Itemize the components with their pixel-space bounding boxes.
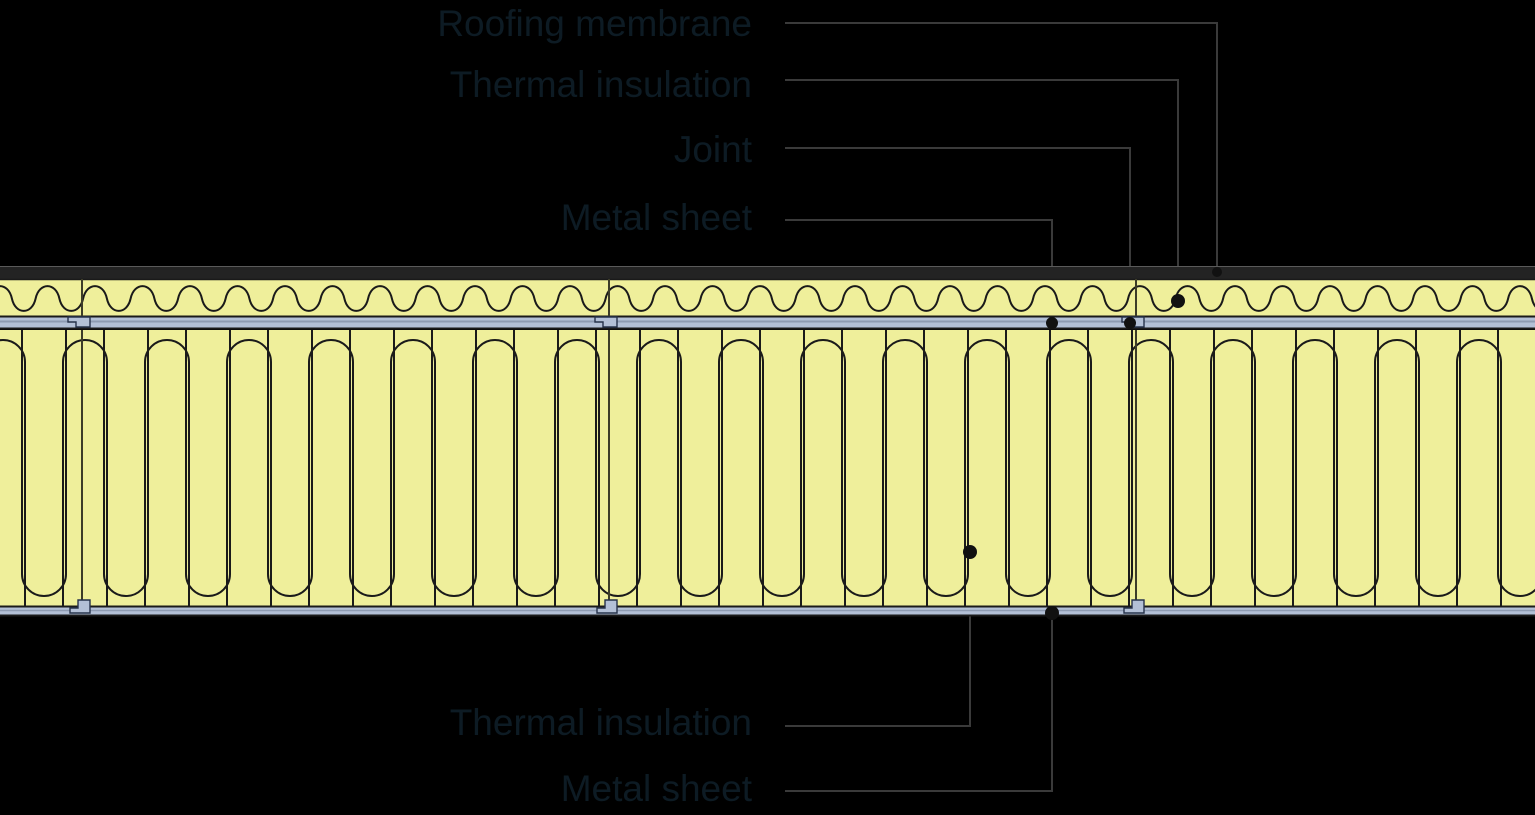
insulation-rib: [1333, 330, 1379, 597]
insulation-rib: [1128, 339, 1174, 606]
leader-line-thermal-insulation-top: [785, 79, 1179, 301]
insulation-rib: [513, 330, 559, 597]
panel-assembly: [0, 266, 1535, 617]
leader-dots-group: [963, 267, 1222, 620]
insulation-rib: [431, 330, 477, 597]
lower-panel-insulation: [0, 330, 1535, 606]
insulation-rib: [1415, 330, 1461, 597]
insulation-rib: [882, 339, 928, 606]
insulation-rib: [923, 330, 969, 597]
insulation-rib: [226, 339, 272, 606]
leader-line-metal-sheet-bottom: [785, 613, 1053, 792]
insulation-rib: [759, 330, 805, 597]
fastener-clip: [594, 316, 618, 328]
leader-dot-roofing-membrane: [1212, 267, 1222, 277]
insulation-rib: [718, 339, 764, 606]
insulation-rib: [1169, 330, 1215, 597]
leader-dot-thermal-insulation-bottom: [963, 545, 977, 559]
joints-group: [67, 279, 1145, 614]
insulation-rib: [1374, 339, 1420, 606]
fastener-clip: [596, 599, 618, 614]
insulation-rib: [1456, 339, 1502, 606]
insulation-rib: [1497, 330, 1535, 597]
panel-joint: [594, 279, 618, 614]
leader-dot-joint: [1124, 317, 1136, 329]
label-metal-sheet-top: Metal sheet: [561, 197, 753, 238]
leader-line-joint: [785, 147, 1131, 323]
insulation-rib: [144, 339, 190, 606]
label-thermal-insulation-bottom: Thermal insulation: [450, 702, 752, 743]
fastener-clip: [67, 316, 91, 328]
insulation-rib: [472, 339, 518, 606]
leader-lines-group: [785, 22, 1218, 792]
panel-joint: [67, 279, 91, 614]
label-joint: Joint: [674, 129, 753, 170]
insulation-rib: [1046, 339, 1092, 606]
insulation-rib: [636, 339, 682, 606]
corrugated-core-profile: [0, 285, 1535, 312]
leader-dot-metal-sheet-top: [1046, 317, 1058, 329]
insulation-rib: [1251, 330, 1297, 597]
label-thermal-insulation-top: Thermal insulation: [450, 64, 752, 105]
insulation-rib: [21, 330, 67, 597]
fastener-clip: [1123, 599, 1145, 614]
leader-line-roofing-membrane: [785, 22, 1218, 272]
insulation-rib: [390, 339, 436, 606]
insulation-rib: [349, 330, 395, 597]
insulation-rib: [103, 330, 149, 597]
label-metal-sheet-bottom: Metal sheet: [561, 768, 753, 809]
insulation-rib: [0, 339, 26, 606]
fastener-clip: [69, 599, 91, 614]
insulation-rib: [62, 339, 108, 606]
insulation-rib: [964, 339, 1010, 606]
insulation-rib: [554, 339, 600, 606]
label-roofing-membrane: Roofing membrane: [437, 3, 752, 44]
roofing-membrane-layer: [0, 266, 1535, 279]
insulation-rib: [267, 330, 313, 597]
insulation-rib: [841, 330, 887, 597]
leader-dot-metal-sheet-bottom: [1045, 606, 1059, 620]
insulation-rib: [1292, 339, 1338, 606]
insulation-rib: [1005, 330, 1051, 597]
insulation-rib: [308, 339, 354, 606]
leader-dot-thermal-insulation-top: [1171, 294, 1185, 308]
insulation-rib: [185, 330, 231, 597]
insulation-rib: [1210, 339, 1256, 606]
insulation-rib: [677, 330, 723, 597]
insulation-lamella-ribs: [0, 330, 1535, 606]
bottom-metal-sheet-layer: [0, 607, 1535, 616]
insulation-rib: [595, 330, 641, 597]
insulation-rib: [800, 339, 846, 606]
insulation-rib: [1087, 330, 1133, 597]
